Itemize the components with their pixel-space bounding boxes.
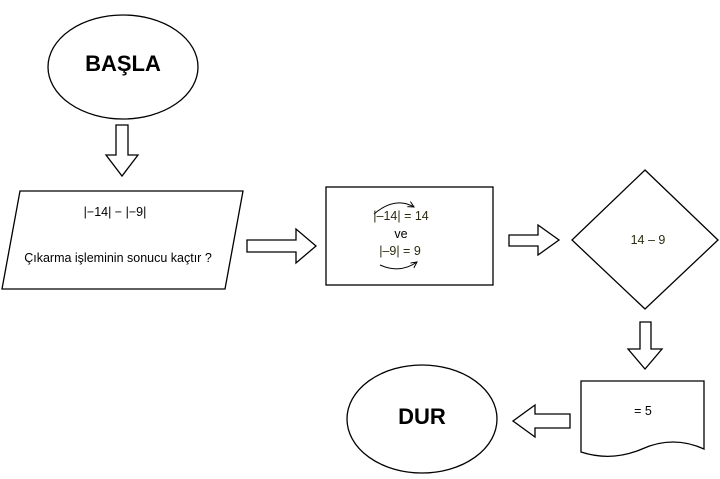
start-label: BAŞLA bbox=[85, 51, 161, 76]
curved-arrow-bottom bbox=[379, 262, 417, 270]
arrow-right-process bbox=[508, 223, 561, 257]
end-node: DUR bbox=[346, 364, 498, 474]
input-question: Çıkarma işleminin sonucu kaçtır ? bbox=[24, 251, 212, 265]
input-node: |−14| − |−9| Çıkarma işleminin sonucu ka… bbox=[1, 190, 244, 290]
end-label: DUR bbox=[398, 404, 446, 429]
arrow-right-input bbox=[246, 227, 318, 265]
decision-label: 14 – 9 bbox=[631, 233, 666, 247]
start-node: BAŞLA bbox=[47, 14, 199, 120]
process-line-1: |–14| = 14 bbox=[373, 209, 429, 223]
curved-arrow-top bbox=[373, 203, 414, 215]
arrow-down-start bbox=[104, 124, 140, 178]
output-label: = 5 bbox=[634, 404, 652, 418]
process-line-2: ve bbox=[394, 227, 407, 241]
input-expression: |−14| − |−9| bbox=[84, 205, 147, 219]
output-node: = 5 bbox=[580, 380, 705, 457]
arrow-down-decision bbox=[626, 321, 664, 371]
decision-node: 14 – 9 bbox=[571, 169, 719, 310]
process-line-3: |–9| = 9 bbox=[379, 244, 421, 258]
process-node: |–14| = 14 ve |–9| = 9 bbox=[325, 186, 494, 286]
arrow-left-output bbox=[511, 403, 571, 439]
